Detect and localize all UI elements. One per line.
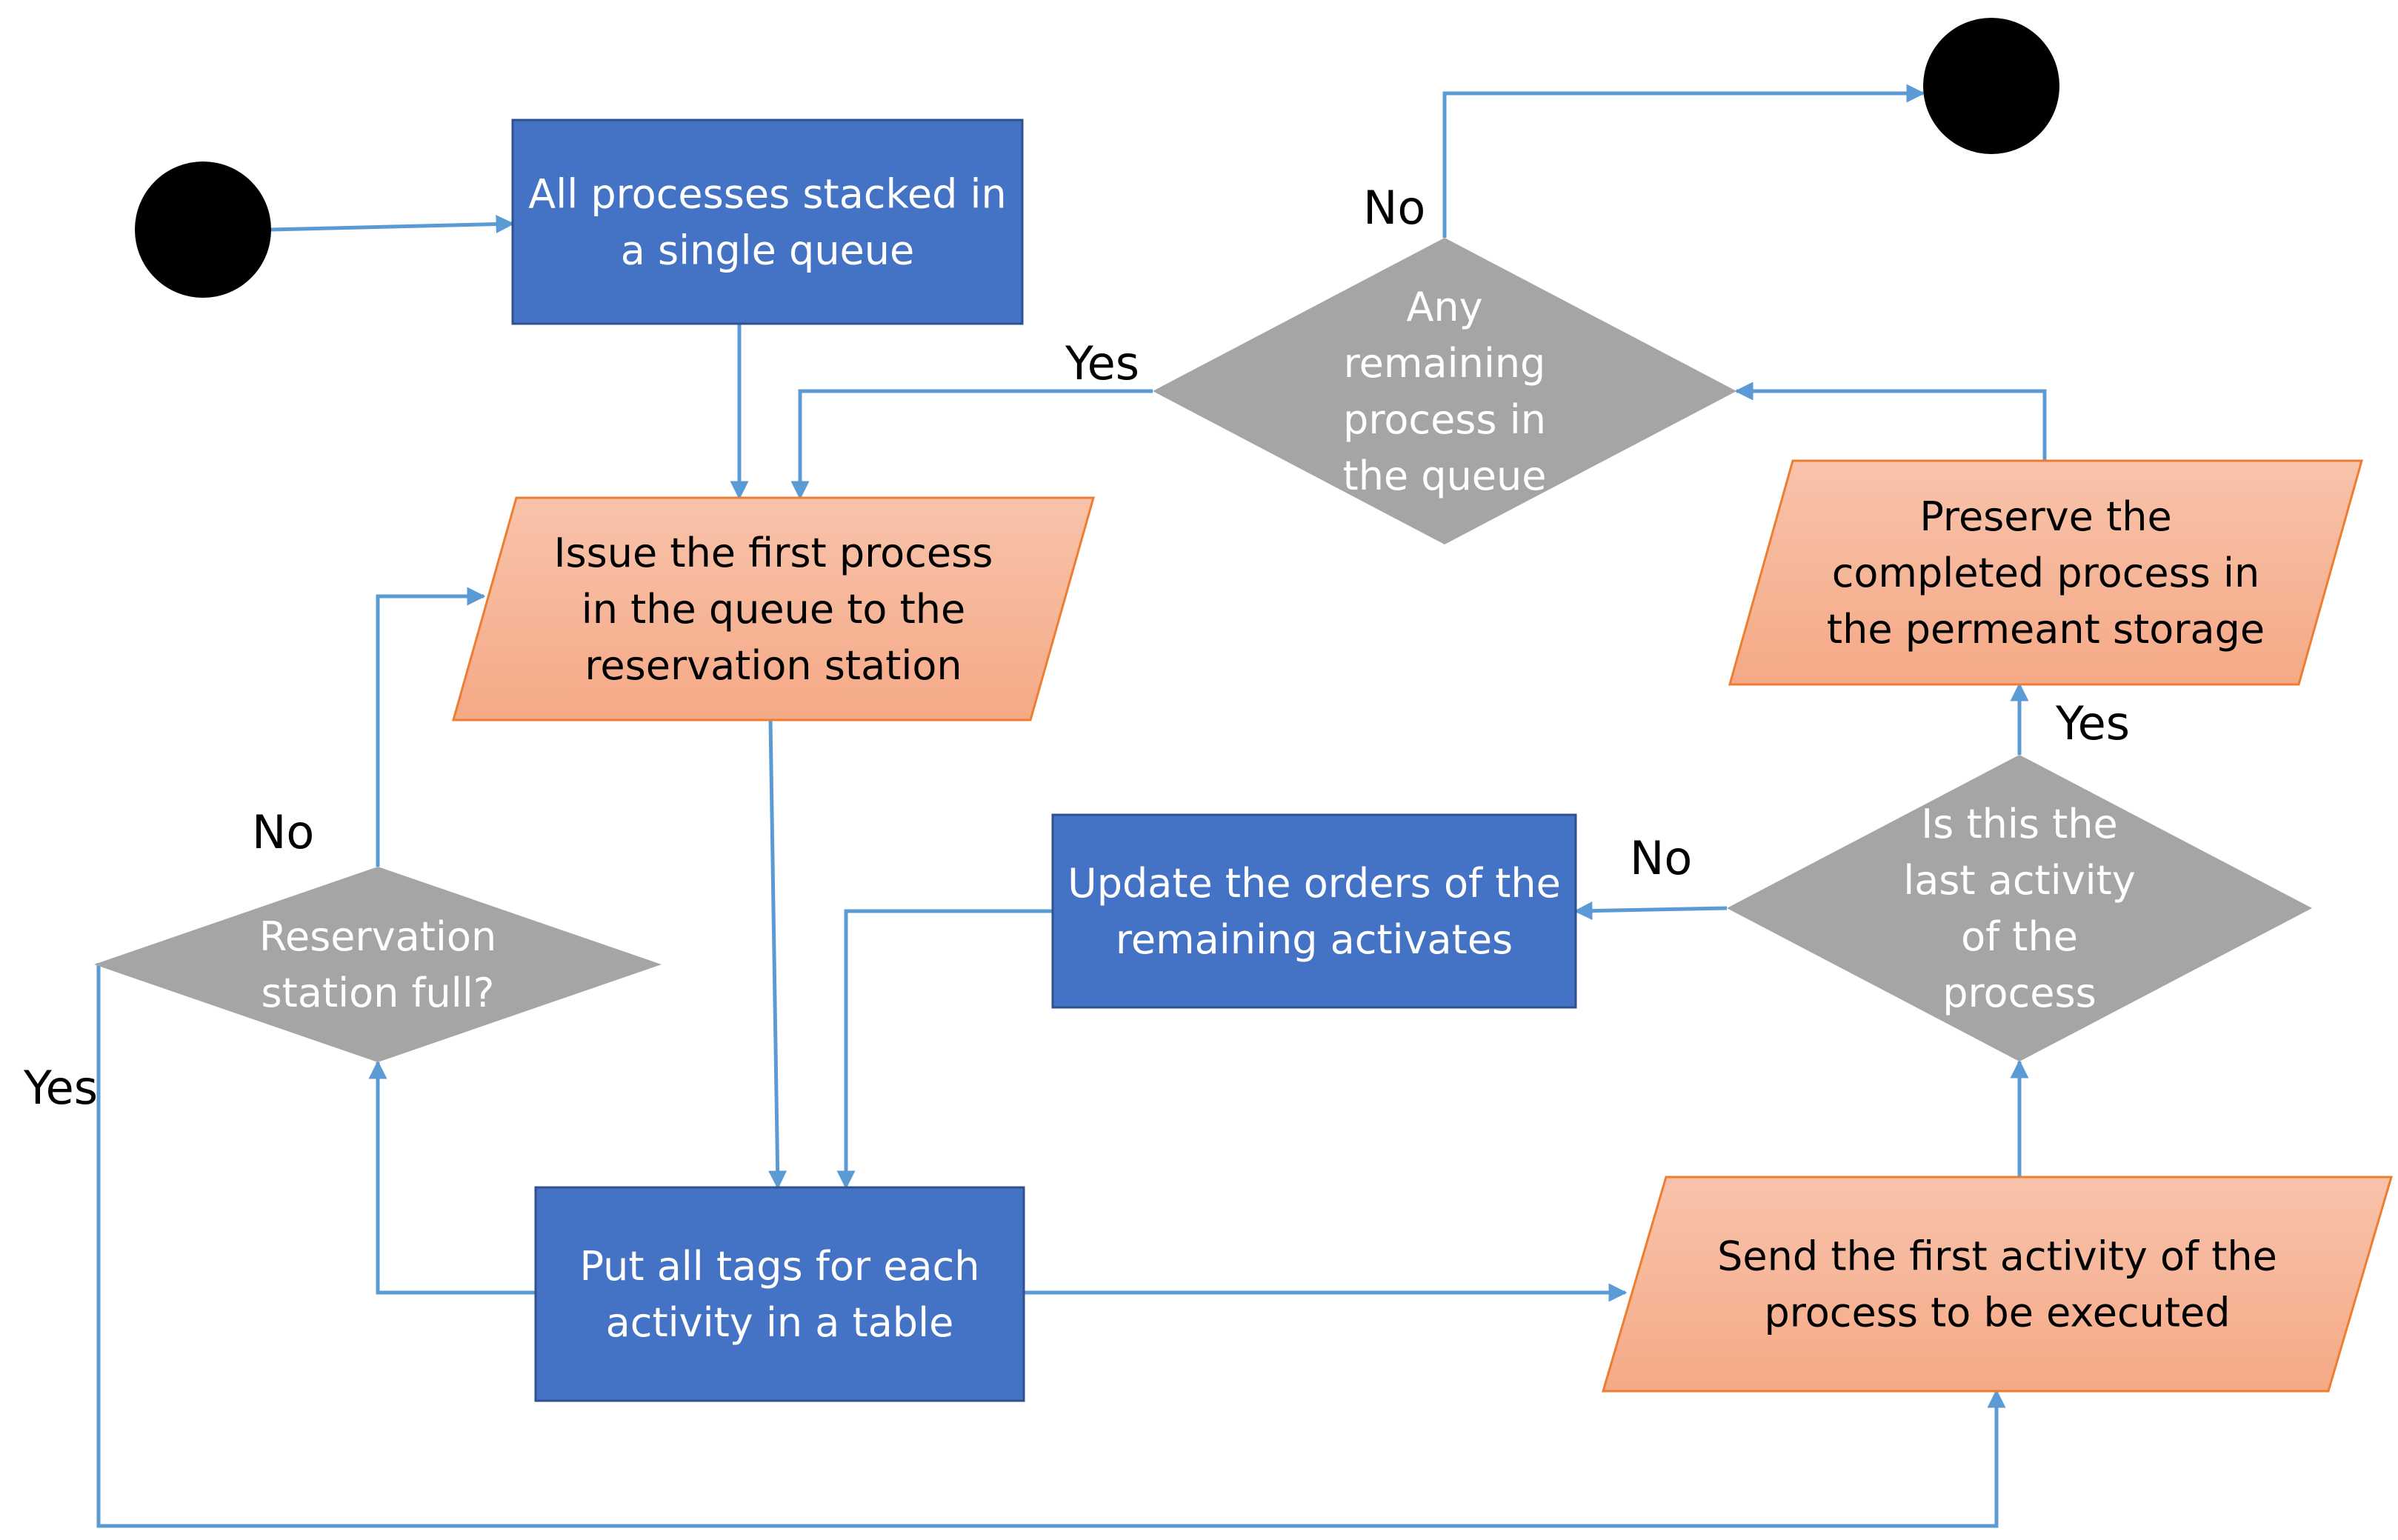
end-terminal-shape bbox=[1923, 18, 2059, 154]
process-box-tags bbox=[534, 1186, 1025, 1402]
connector-full-to-issue bbox=[376, 587, 486, 867]
connector-update-to-tags bbox=[836, 909, 1053, 1190]
node-start bbox=[135, 161, 271, 298]
node-last-text-line: last activity bbox=[1903, 857, 2136, 904]
edge-label-full-to-issue: No bbox=[252, 805, 314, 859]
connectors bbox=[96, 84, 2047, 1528]
connector-full-to-send bbox=[96, 963, 2006, 1528]
node-send-text-line: process to be executed bbox=[1764, 1290, 2230, 1336]
node-update-text-line: Update the orders of the bbox=[1068, 860, 1561, 907]
node-full: Reservation station full? bbox=[94, 867, 662, 1062]
connector-tags-to-full bbox=[368, 1060, 536, 1295]
edge-label-remaining-to-end: No bbox=[1363, 181, 1425, 235]
decision-diamond-remaining bbox=[1153, 238, 1736, 544]
node-remaining-text-line: the queue bbox=[1343, 453, 1547, 499]
connector-issue-to-tags bbox=[768, 719, 787, 1190]
io-parallelogram-issue bbox=[452, 496, 1095, 721]
node-issue-text-line: in the queue to the bbox=[582, 586, 966, 633]
node-last-text-line: Is this the bbox=[1921, 801, 2118, 847]
connector-start-to-queue bbox=[270, 215, 515, 234]
edge-label-last-to-update: No bbox=[1630, 831, 1692, 885]
node-remaining-text-line: remaining bbox=[1344, 340, 1546, 387]
decision-diamond-last bbox=[1727, 755, 2312, 1061]
node-tags-text-line: Put all tags for each bbox=[580, 1243, 980, 1290]
node-queue-text-line: All processes stacked in bbox=[528, 171, 1006, 218]
node-full-text-line: Reservation bbox=[259, 913, 496, 960]
node-send-text-line: Send the first activity of the bbox=[1717, 1233, 2277, 1280]
start-terminal-shape bbox=[135, 161, 271, 298]
node-preserve-text-line: Preserve the bbox=[1919, 493, 2171, 540]
node-end bbox=[1923, 18, 2059, 154]
connector-remaining-to-issue bbox=[790, 389, 1153, 500]
io-parallelogram-preserve bbox=[1728, 459, 2363, 686]
connector-preserve-to-remaining bbox=[1734, 381, 2047, 461]
shapes: All processes stacked in a single queueIs… bbox=[94, 18, 2394, 1402]
node-last-text-line: of the bbox=[1961, 913, 2078, 960]
connector-remaining-to-end bbox=[1442, 84, 1925, 238]
node-update: Update the orders of the remaining activa… bbox=[1051, 813, 1577, 1009]
node-issue-text-line: reservation station bbox=[584, 642, 962, 689]
connector-last-to-update bbox=[1573, 901, 1728, 921]
node-preserve-text-line: completed process in bbox=[1832, 550, 2260, 596]
decision-diamond-full bbox=[94, 867, 662, 1062]
edge-label-remaining-to-issue: Yes bbox=[1065, 336, 1139, 390]
node-remaining-text-line: Any bbox=[1406, 284, 1482, 330]
node-last-text-line: process bbox=[1942, 970, 2096, 1016]
node-queue: All processes stacked in a single queue bbox=[511, 119, 1024, 325]
node-remaining-text-line: process in bbox=[1343, 396, 1546, 443]
node-tags-text-line: activity in a table bbox=[606, 1299, 954, 1346]
io-parallelogram-send bbox=[1601, 1176, 2394, 1393]
node-remaining: Any remaining process in the queue bbox=[1153, 238, 1736, 544]
edge-label-full-to-send: Yes bbox=[23, 1061, 98, 1115]
node-queue-text-line: a single queue bbox=[621, 227, 914, 274]
node-send: Send the first activity of the process to… bbox=[1601, 1176, 2394, 1393]
edge-label-last-to-preserve: Yes bbox=[2055, 696, 2130, 750]
node-last: Is this the last activity of the process bbox=[1727, 755, 2312, 1061]
node-preserve: Preserve the completed process in the perm… bbox=[1728, 459, 2363, 686]
node-issue: Issue the first process in the queue to t… bbox=[452, 496, 1095, 721]
process-box-update bbox=[1051, 813, 1577, 1009]
process-box-queue bbox=[511, 119, 1024, 325]
node-tags: Put all tags for each activity in a table bbox=[534, 1186, 1025, 1402]
node-issue-text-line: Issue the first process bbox=[554, 530, 993, 576]
node-update-text-line: remaining activates bbox=[1116, 916, 1513, 963]
node-full-text-line: station full? bbox=[262, 970, 495, 1016]
node-preserve-text-line: the permeant storage bbox=[1827, 606, 2265, 653]
